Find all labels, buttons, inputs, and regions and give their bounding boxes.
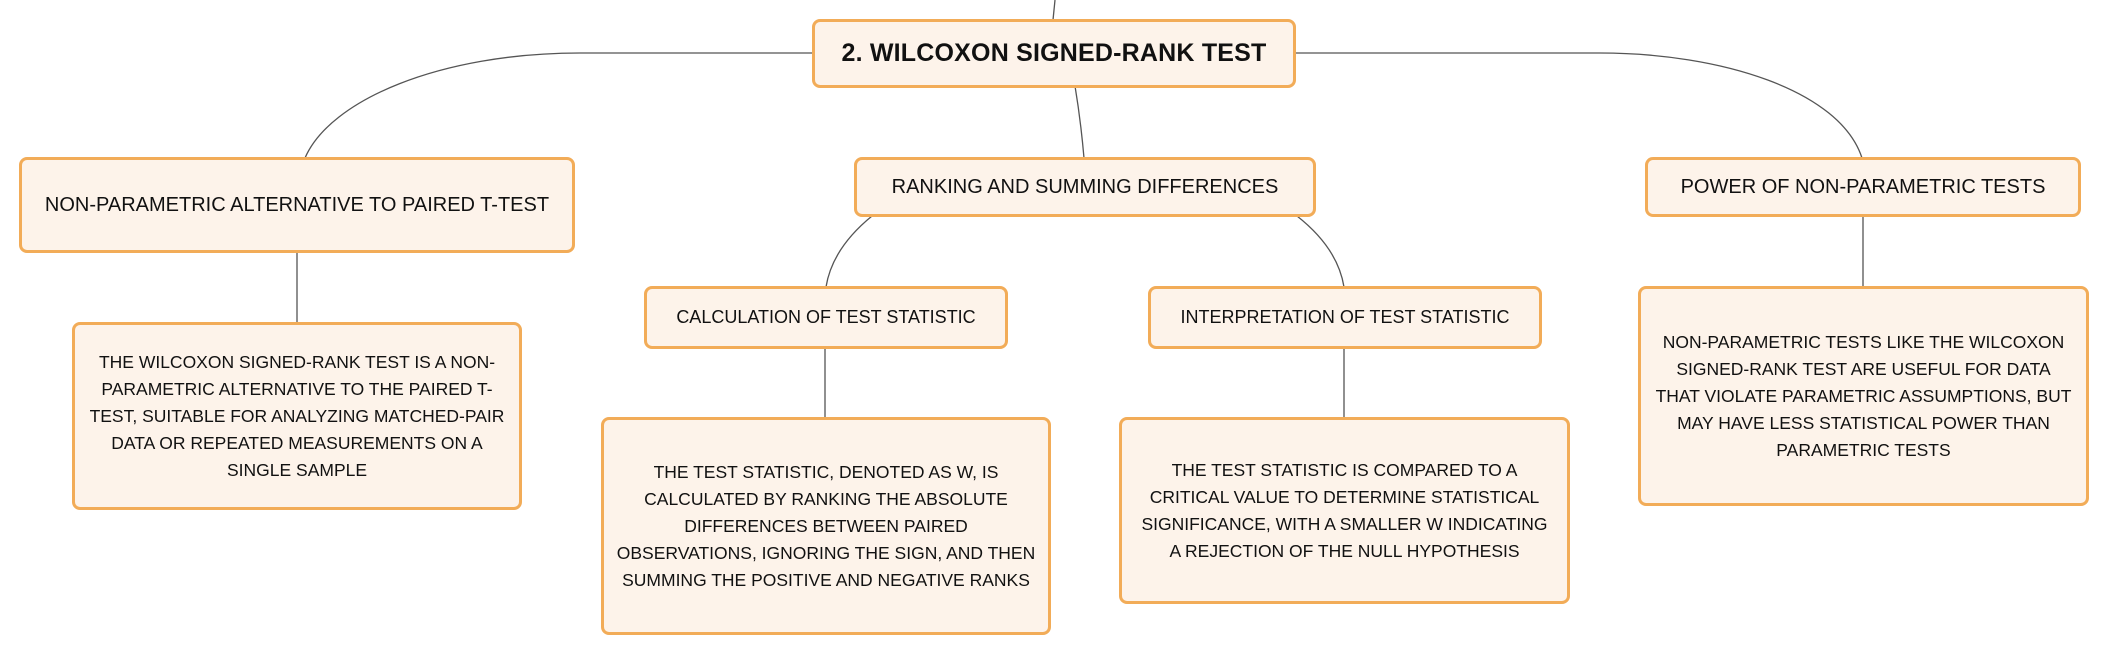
node-ranking-and-summing[interactable]: RANKING AND SUMMING DIFFERENCES <box>854 157 1316 217</box>
connector-root-to-ranking <box>1074 85 1085 159</box>
connector-ranking-to-interpretation <box>1296 215 1345 288</box>
node-interpretation-of-test-statistic[interactable]: INTERPRETATION OF TEST STATISTIC <box>1148 286 1542 349</box>
node-non-parametric-alternative[interactable]: NON-PARAMETRIC ALTERNATIVE TO PAIRED T-T… <box>19 157 575 253</box>
desc-non-parametric-alternative[interactable]: THE WILCOXON SIGNED-RANK TEST IS A NON-P… <box>72 322 522 510</box>
connector-ranking-to-calculation <box>825 215 873 288</box>
connector-root-to-power <box>1292 52 1863 159</box>
connector-root-parent <box>1052 0 1056 21</box>
desc-interpretation-of-test-statistic[interactable]: THE TEST STATISTIC IS COMPARED TO A CRIT… <box>1119 417 1570 604</box>
desc-calculation-of-test-statistic[interactable]: THE TEST STATISTIC, DENOTED AS W, IS CAL… <box>601 417 1051 635</box>
node-power-of-non-parametric[interactable]: POWER OF NON-PARAMETRIC TESTS <box>1645 157 2081 217</box>
connector-root-to-alternative <box>304 52 814 159</box>
desc-power-of-non-parametric[interactable]: NON-PARAMETRIC TESTS LIKE THE WILCOXON S… <box>1638 286 2089 506</box>
root-node[interactable]: 2. WILCOXON SIGNED-RANK TEST <box>812 19 1296 88</box>
node-calculation-of-test-statistic[interactable]: CALCULATION OF TEST STATISTIC <box>644 286 1008 349</box>
